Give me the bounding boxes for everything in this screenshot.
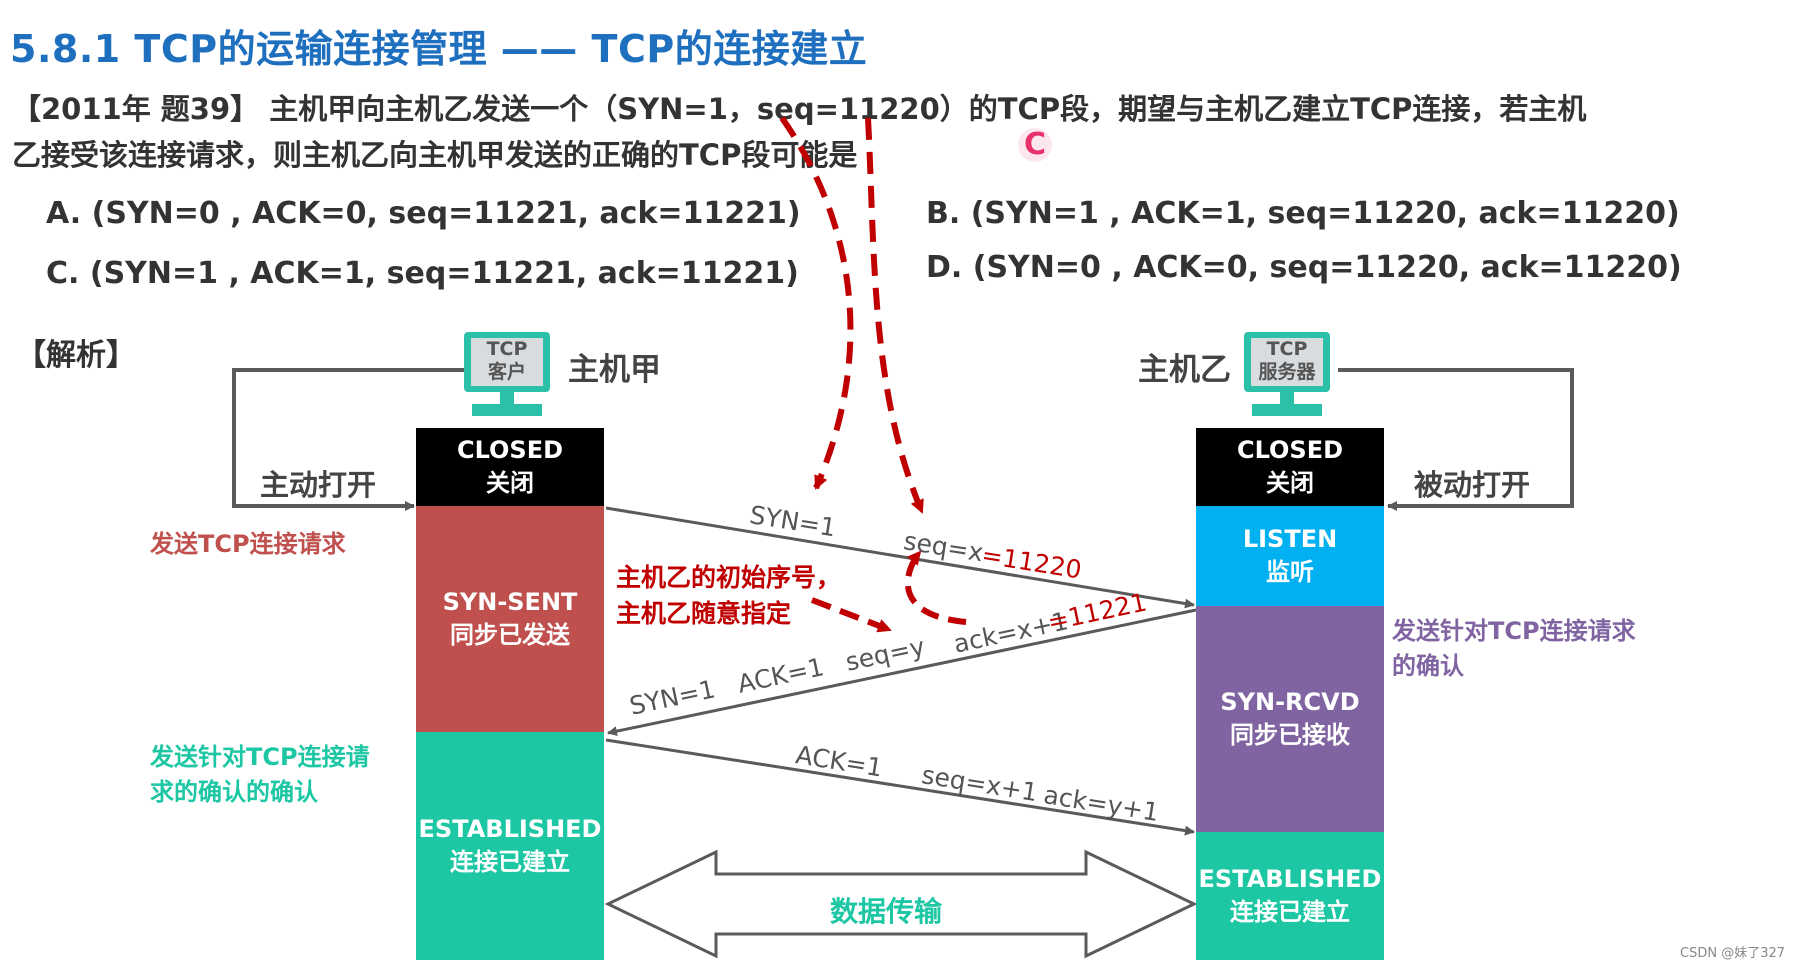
option-c: C. (SYN=1 , ACK=1, seq=11221, ack=11221) <box>46 256 799 291</box>
note-ack-of-ack-line1: 发送针对TCP连接请 <box>150 743 370 771</box>
option-d: D. (SYN=0 , ACK=0, seq=11220, ack=11220) <box>926 250 1682 285</box>
client-state-syn-sent: SYN-SENT 同步已发送 <box>416 506 604 732</box>
note-ack-request: 发送针对TCP连接请求 的确认 <box>1392 614 1636 684</box>
client-pc-line2: 客户 <box>487 361 526 383</box>
server-listen-en: LISTEN <box>1242 525 1338 553</box>
annotation-arrow-initial-seq <box>810 597 892 633</box>
client-syn-sent-en: SYN-SENT <box>442 588 578 616</box>
data-transfer-arrow <box>604 849 1198 959</box>
analysis-label: 【解析】 <box>16 338 136 373</box>
note-initial-seq-line2: 主机乙随意指定 <box>616 599 792 628</box>
syn-arrow <box>605 506 1195 609</box>
server-pc-line1: TCP <box>1266 338 1308 360</box>
server-pc-line2: 服务器 <box>1258 361 1316 383</box>
client-computer-icon: TCP 客户 <box>464 332 550 416</box>
option-b: B. (SYN=1 , ACK=1, seq=11220, ack=11220) <box>926 196 1680 231</box>
question-line-1: 【2011年 题39】 主机甲向主机乙发送一个（SYN=1，seq=11220）… <box>12 92 1587 126</box>
server-closed-en: CLOSED <box>1236 436 1344 464</box>
annotation-arrow-syn <box>779 116 854 490</box>
option-a: A. (SYN=0 , ACK=0, seq=11221, ack=11221) <box>46 196 801 231</box>
data-transfer-label: 数据传输 <box>830 895 943 928</box>
annotation-arrow-ack <box>904 550 967 625</box>
client-established-en: ESTABLISHED <box>418 815 602 843</box>
server-state-established: ESTABLISHED 连接已建立 <box>1196 832 1384 960</box>
server-host-name: 主机乙 <box>1138 352 1231 388</box>
server-state-closed: CLOSED 关闭 <box>1196 428 1384 506</box>
server-state-listen: LISTEN 监听 <box>1196 506 1384 606</box>
client-state-established: ESTABLISHED 连接已建立 <box>416 732 604 960</box>
client-host-name: 主机甲 <box>568 352 661 388</box>
server-established-zh: 连接已建立 <box>1230 898 1350 926</box>
question-line-2: 乙接受该连接请求，则主机乙向主机甲发送的正确的TCP段可能是 <box>12 138 858 172</box>
client-open-loop <box>232 368 468 511</box>
page-title: 5.8.1 TCP的运输连接管理 —— TCP的连接建立 <box>10 27 868 71</box>
client-state-closed: CLOSED 关闭 <box>416 428 604 506</box>
server-open-loop <box>1338 368 1574 511</box>
note-ack-of-ack-line2: 求的确认的确认 <box>150 778 318 806</box>
server-established-en: ESTABLISHED <box>1198 865 1382 893</box>
server-closed-zh: 关闭 <box>1266 469 1314 497</box>
syn-ack-arrow <box>607 608 1197 737</box>
server-listen-zh: 监听 <box>1266 558 1314 586</box>
watermark: CSDN @妹了327 <box>1680 946 1786 961</box>
note-send-request: 发送TCP连接请求 <box>150 530 346 558</box>
server-computer-icon: TCP 服务器 <box>1244 332 1330 416</box>
client-closed-en: CLOSED <box>456 436 564 464</box>
note-ack-request-line1: 发送针对TCP连接请求 <box>1392 617 1636 645</box>
server-state-syn-rcvd: SYN-RCVD 同步已接收 <box>1196 606 1384 832</box>
answer-badge: C <box>1018 128 1052 162</box>
client-pc-line1: TCP <box>486 338 528 360</box>
client-syn-sent-zh: 同步已发送 <box>450 621 570 649</box>
note-initial-seq: 主机乙的初始序号， 主机乙随意指定 <box>616 560 841 632</box>
ack-arrow <box>605 738 1195 836</box>
server-passive-open-label: 被动打开 <box>1414 468 1531 502</box>
annotation-arrow-seq <box>865 117 925 514</box>
note-initial-seq-line1: 主机乙的初始序号， <box>616 563 842 592</box>
client-active-open-label: 主动打开 <box>260 468 377 502</box>
server-syn-rcvd-en: SYN-RCVD <box>1220 688 1360 716</box>
client-established-zh: 连接已建立 <box>450 848 570 876</box>
note-ack-of-ack: 发送针对TCP连接请 求的确认的确认 <box>150 740 370 810</box>
note-ack-request-line2: 的确认 <box>1392 652 1464 680</box>
client-closed-zh: 关闭 <box>486 469 534 497</box>
server-syn-rcvd-zh: 同步已接收 <box>1230 721 1350 749</box>
